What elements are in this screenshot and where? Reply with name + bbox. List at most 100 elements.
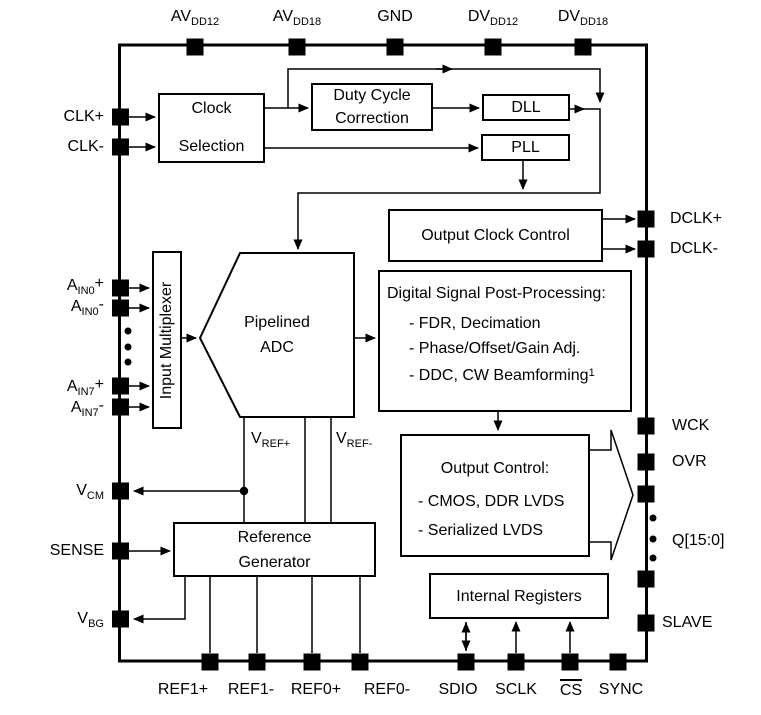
- pin-label-avdd18: AVDD18: [272, 8, 322, 28]
- block-duty-cycle-correction: Duty Cycle Correction: [311, 83, 433, 131]
- dspp-item-1: - FDR, Decimation: [409, 315, 541, 332]
- output-control-item-2: - Serialized LVDS: [418, 522, 544, 539]
- refgen-line1: Reference: [237, 528, 312, 546]
- pin-label-gnd: GND: [377, 8, 413, 25]
- pin-pad-clkplus: [112, 108, 129, 126]
- pin-label-vcm: VCM: [76, 482, 104, 502]
- pin-pad-q-upper: [637, 485, 655, 503]
- pin-pad-sclk: [507, 653, 525, 671]
- pin-label-dclkplus: DCLK+: [670, 210, 723, 227]
- dcc-line2: Correction: [335, 110, 409, 127]
- pin-label-ref1plus: REF1+: [157, 681, 209, 698]
- pin-pad-ovr: [637, 453, 655, 471]
- block-digital-signal-post-processing: Digital Signal Post-Processing: - FDR, D…: [378, 270, 632, 412]
- ain-ellipsis-dots: [124, 327, 132, 366]
- pin-pad-avdd18: [288, 38, 306, 56]
- pin-label-clkplus: CLK+: [63, 108, 104, 125]
- pipelined-adc-shape: [198, 252, 355, 418]
- clock-selection-line1: Clock: [191, 100, 232, 117]
- pin-pad-avdd12: [186, 38, 204, 56]
- pin-label-ref1minus: REF1-: [227, 681, 275, 698]
- pin-pad-dvdd18: [574, 38, 592, 56]
- block-internal-registers: Internal Registers: [429, 573, 609, 619]
- clock-selection-line2: Selection: [178, 138, 245, 155]
- pin-label-sclk: SCLK: [495, 681, 537, 698]
- pin-label-dclkminus: DCLK-: [670, 240, 719, 257]
- output-control-items: - CMOS, DDR LVDS - Serialized LVDS: [418, 487, 564, 545]
- pin-label-ref0minus: REF0-: [363, 681, 411, 698]
- pin-pad-vcm: [112, 482, 129, 500]
- pin-label-dvdd12: DVDD12: [467, 8, 519, 28]
- adc-line2: ADC: [260, 339, 294, 356]
- pin-label-ain7plus: AIN7+: [66, 376, 104, 398]
- chip-outline: [118, 43, 648, 663]
- dcc-line1: Duty Cycle: [333, 87, 411, 104]
- pin-pad-sync: [609, 653, 627, 671]
- pin-label-sense: SENSE: [49, 542, 104, 559]
- pin-pad-vbg: [112, 610, 129, 628]
- pin-label-ain0plus: AIN0+: [66, 275, 104, 297]
- pin-pad-clkminus: [112, 138, 129, 156]
- pin-pad-sdio: [457, 653, 475, 671]
- input-multiplexer-label: Input Multiplexer: [158, 281, 176, 399]
- pin-pad-ref1plus: [201, 653, 219, 671]
- pin-pad-dclkminus: [637, 240, 655, 258]
- pin-pad-wck: [637, 417, 655, 435]
- pin-label-clkminus: CLK-: [67, 138, 104, 155]
- dspp-footnote-marker: 1: [588, 367, 595, 379]
- pin-pad-dvdd12: [484, 38, 502, 56]
- block-output-clock-control: Output Clock Control: [388, 209, 603, 262]
- pin-pad-ain0minus: [112, 299, 129, 317]
- occ-label: Output Clock Control: [421, 227, 570, 244]
- junction-dot-vcm: [239, 486, 249, 496]
- wire-refgen-to-vbg: [133, 577, 186, 624]
- pin-label-ref0plus: REF0+: [290, 681, 342, 698]
- dspp-item-2: - Phase/Offset/Gain Adj.: [409, 340, 581, 357]
- dspp-title: Digital Signal Post-Processing:: [387, 285, 606, 302]
- adc-line1: Pipelined: [244, 314, 310, 331]
- pin-pad-ain7plus: [112, 377, 129, 395]
- pin-pad-ref1minus: [248, 653, 266, 671]
- pin-label-slave: SLAVE: [662, 614, 713, 631]
- block-clock-selection: Clock Selection: [158, 93, 265, 163]
- output-control-title: Output Control:: [440, 460, 550, 477]
- pin-pad-ain0plus: [112, 279, 129, 297]
- pipelined-adc-label: Pipelined ADC: [200, 310, 354, 360]
- net-label-vref-minus: VREF-: [336, 430, 373, 450]
- pin-label-ain7minus: AIN7-: [70, 397, 104, 419]
- pin-label-q15-0: Q[15:0]: [672, 532, 725, 549]
- pin-label-dvdd18: DVDD18: [557, 8, 609, 28]
- dspp-item-3: - DDC, CW Beamforming1: [409, 367, 595, 384]
- pin-pad-q-lower: [637, 570, 655, 588]
- pin-label-cs: CS: [516, 679, 626, 700]
- pin-pad-cs: [561, 653, 579, 671]
- pin-pad-ref0minus: [351, 653, 369, 671]
- dspp-items: - FDR, Decimation - Phase/Offset/Gain Ad…: [409, 311, 595, 388]
- block-dll: DLL: [482, 94, 570, 121]
- output-control-item-1: - CMOS, DDR LVDS: [418, 493, 565, 510]
- dll-label: DLL: [511, 99, 541, 116]
- pll-label: PLL: [511, 139, 540, 156]
- refgen-line2: Generator: [238, 553, 311, 571]
- pin-pads: [112, 38, 655, 671]
- pin-label-ovr: OVR: [672, 453, 707, 470]
- net-label-vref-plus: VREF+: [251, 430, 291, 450]
- block-reference-generator: Reference Generator: [173, 522, 376, 577]
- wire-clock-to-adc: [293, 108, 601, 250]
- block-input-multiplexer: Input Multiplexer: [152, 251, 182, 429]
- internal-registers-label: Internal Registers: [456, 587, 582, 605]
- pin-pad-sense: [112, 542, 129, 560]
- data-output-arrow-shape: [590, 429, 634, 561]
- pin-label-ain0minus: AIN0-: [70, 296, 104, 318]
- pin-pad-gnd: [386, 38, 404, 56]
- pin-pad-dclkplus: [637, 210, 655, 228]
- pin-pad-ref0plus: [303, 653, 321, 671]
- pin-label-vbg: VBG: [77, 610, 104, 630]
- block-pll: PLL: [481, 134, 570, 161]
- pin-label-avdd12: AVDD12: [170, 8, 220, 28]
- pin-label-sdio: SDIO: [438, 681, 478, 698]
- pin-label-wck: WCK: [672, 417, 710, 434]
- pin-pad-ain7minus: [112, 398, 129, 416]
